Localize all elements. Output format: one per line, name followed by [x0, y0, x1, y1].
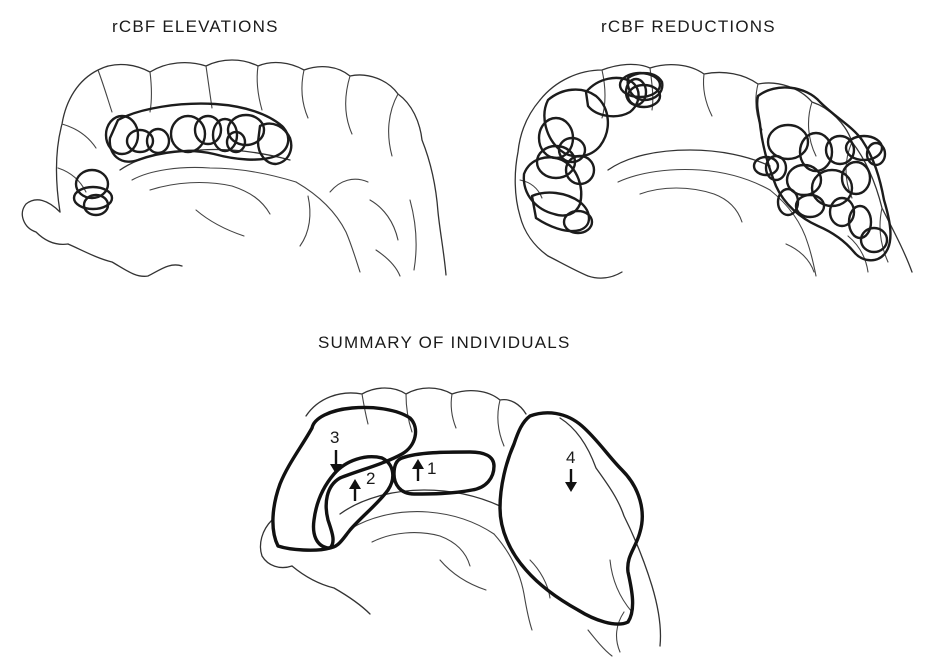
panel-title-elevations: rCBF ELEVATIONS	[112, 17, 279, 36]
panel-reductions: rCBF REDUCTIONS	[515, 17, 912, 278]
reduction-foci	[524, 73, 891, 260]
region-3-label: 3	[330, 428, 339, 447]
region-4-label: 4	[566, 448, 575, 467]
panel-elevations: rCBF ELEVATIONS	[22, 17, 446, 276]
region-4	[500, 413, 642, 624]
panel-title-summary: SUMMARY OF INDIVIDUALS	[318, 333, 570, 352]
region-2-label: 2	[366, 469, 375, 488]
elevation-foci	[74, 104, 291, 215]
summary-regions	[273, 407, 642, 624]
brain-outline-elevations	[22, 60, 446, 276]
panel-summary: SUMMARY OF INDIVIDUALS	[260, 333, 660, 656]
panel-title-reductions: rCBF REDUCTIONS	[601, 17, 776, 36]
region-1	[394, 452, 494, 494]
region-1-label: 1	[427, 459, 436, 478]
